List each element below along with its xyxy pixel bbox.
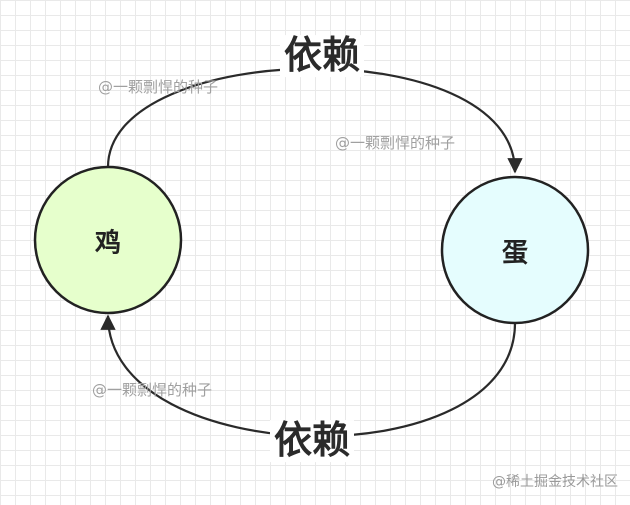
watermark-3: @一颗剽悍的种子 bbox=[92, 381, 213, 399]
edge-bottom-label: 依赖 bbox=[269, 419, 355, 462]
node-egg-label: 蛋 bbox=[501, 238, 529, 269]
watermark-2: @一颗剽悍的种子 bbox=[335, 134, 456, 152]
node-chicken-label: 鸡 bbox=[94, 228, 122, 259]
edge-top-label: 依赖 bbox=[279, 34, 365, 77]
footer-watermark: @稀土掘金技术社区 bbox=[492, 474, 618, 490]
node-egg bbox=[440, 175, 590, 325]
node-chicken bbox=[33, 165, 183, 315]
watermark-1: @一颗剽悍的种子 bbox=[98, 78, 219, 96]
